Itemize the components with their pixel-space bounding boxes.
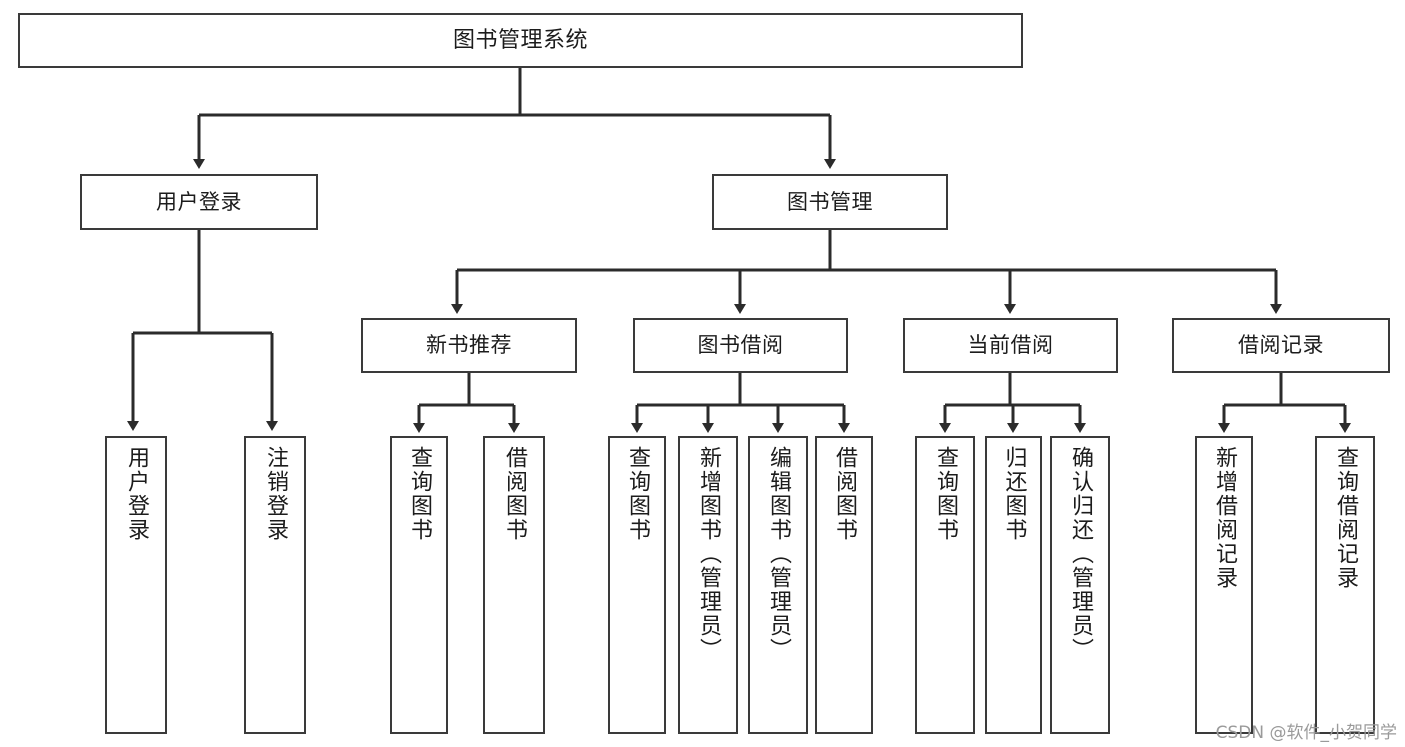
node-borrow-record[interactable]: 借阅记录 [1172, 318, 1390, 373]
node-leaf-logout[interactable]: 注销登录 [244, 436, 306, 734]
node-root[interactable]: 图书管理系统 [18, 13, 1023, 68]
node-leaf-query-book-1[interactable]: 查询图书 [390, 436, 448, 734]
node-leaf-user-login-label: 用户登录 [124, 446, 149, 542]
node-leaf-confirm-return-label: 确认归还（管理员） [1068, 446, 1093, 662]
node-new-book-recommend[interactable]: 新书推荐 [361, 318, 577, 373]
node-leaf-query-record[interactable]: 查询借阅记录 [1315, 436, 1375, 734]
node-leaf-logout-label: 注销登录 [263, 446, 288, 542]
node-book-manage-label: 图书管理 [787, 189, 873, 214]
node-leaf-borrow-book-1[interactable]: 借阅图书 [483, 436, 545, 734]
node-current-borrow-label: 当前借阅 [967, 333, 1054, 358]
node-leaf-add-record-label: 新增借阅记录 [1212, 446, 1237, 590]
node-leaf-query-book-3[interactable]: 查询图书 [915, 436, 975, 734]
node-leaf-query-book-2[interactable]: 查询图书 [608, 436, 666, 734]
node-borrow-record-label: 借阅记录 [1238, 333, 1324, 358]
node-current-borrow[interactable]: 当前借阅 [903, 318, 1118, 373]
node-leaf-edit-book-label: 编辑图书（管理员） [766, 446, 791, 662]
node-leaf-query-record-label: 查询借阅记录 [1333, 446, 1358, 590]
node-leaf-borrow-book-2-label: 借阅图书 [832, 446, 857, 542]
node-user-login-label: 用户登录 [156, 189, 242, 214]
node-leaf-edit-book[interactable]: 编辑图书（管理员） [748, 436, 808, 734]
node-leaf-query-book-3-label: 查询图书 [933, 446, 958, 542]
node-leaf-add-record[interactable]: 新增借阅记录 [1195, 436, 1253, 734]
node-leaf-return-book[interactable]: 归还图书 [985, 436, 1042, 734]
node-leaf-query-book-1-label: 查询图书 [407, 446, 432, 542]
node-leaf-add-book[interactable]: 新增图书（管理员） [678, 436, 738, 734]
csdn-watermark: CSDN @软件_小贺同学 [1215, 723, 1397, 743]
node-book-borrow[interactable]: 图书借阅 [633, 318, 848, 373]
node-leaf-confirm-return[interactable]: 确认归还（管理员） [1050, 436, 1110, 734]
node-leaf-borrow-book-2[interactable]: 借阅图书 [815, 436, 873, 734]
node-leaf-user-login[interactable]: 用户登录 [105, 436, 167, 734]
node-root-label: 图书管理系统 [452, 27, 588, 53]
node-leaf-return-book-label: 归还图书 [1001, 446, 1027, 542]
node-book-manage[interactable]: 图书管理 [712, 174, 948, 230]
node-leaf-borrow-book-1-label: 借阅图书 [502, 446, 527, 542]
node-user-login[interactable]: 用户登录 [80, 174, 318, 230]
node-book-borrow-label: 图书借阅 [697, 333, 784, 358]
node-new-book-recommend-label: 新书推荐 [426, 333, 512, 358]
node-leaf-add-book-label: 新增图书（管理员） [696, 446, 721, 662]
node-leaf-query-book-2-label: 查询图书 [625, 446, 650, 542]
